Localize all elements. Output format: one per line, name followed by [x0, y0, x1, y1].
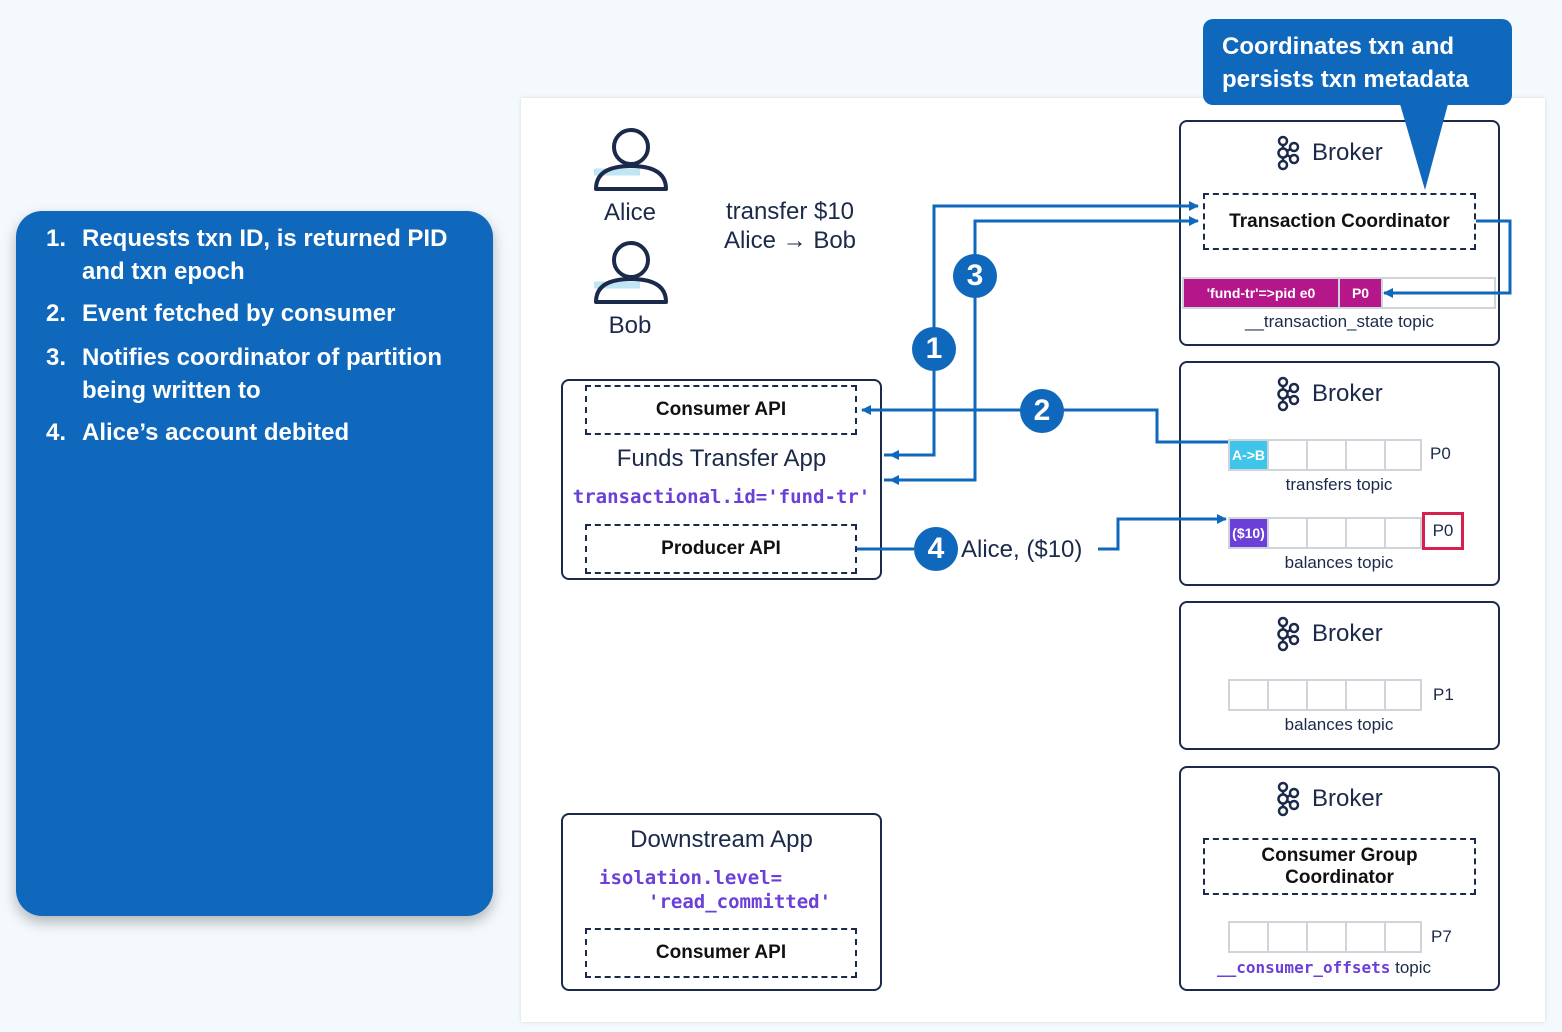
balances-topic: balances topic [1284, 553, 1394, 572]
consumer-offsets-topic-suffix: topic [1395, 958, 1432, 977]
consumer-group-coordinator: Consumer Group Coordinator [1203, 838, 1476, 895]
step-1-text: Requests txn ID, is returned PID and txn… [82, 225, 448, 285]
broker-3-balances-topic: balances topic [1284, 715, 1394, 734]
kafka-logo-icon [1277, 376, 1300, 412]
transaction-state-topic: __transaction_state topic [1244, 312, 1434, 331]
step-4-number: 4. [45, 419, 66, 446]
empty-cell [1269, 519, 1308, 547]
balances-partition-p0: ($10) [1228, 517, 1422, 549]
consumer-offsets-topic-name: __consumer_offsets [1217, 958, 1391, 977]
callout-pointer [1400, 104, 1448, 190]
alice-label: Alice [603, 199, 657, 226]
downstream-consumer-api: Consumer API [585, 928, 857, 978]
balances-partition-p1 [1228, 679, 1422, 711]
empty-cell [1269, 441, 1308, 469]
balances-partition-label-highlighted: P0 [1422, 512, 1464, 550]
transfers-topic: transfers topic [1285, 475, 1393, 494]
arrow-2-fetch [861, 405, 1228, 444]
coordinator-callout: Coordinates txn and persists txn metadat… [1203, 19, 1512, 105]
step-1-number: 1. [45, 225, 66, 252]
funds-app-config: transactional.id='fund-tr' [572, 486, 871, 508]
empty-cell [1308, 923, 1347, 951]
transaction-coordinator: Transaction Coordinator [1203, 193, 1476, 250]
transfer-note-line2: Alice → Bob [723, 227, 857, 254]
alice-icon [594, 128, 668, 191]
funds-app-title: Funds Transfer App [616, 445, 827, 472]
step-3-number: 3. [45, 344, 66, 371]
broker-2-label: Broker [1312, 380, 1383, 407]
transfers-partition: A->B [1228, 439, 1422, 471]
empty-cell [1347, 441, 1386, 469]
broker-3-label: Broker [1312, 620, 1383, 647]
empty-cell [1308, 519, 1347, 547]
step-4-text: Alice’s account debited [82, 419, 350, 446]
downstream-config-line1: isolation.level= [599, 867, 783, 889]
balances-p1-label: P1 [1433, 685, 1454, 704]
step-badge-1: 1 [912, 327, 956, 371]
consumer-offsets-partition [1228, 921, 1422, 953]
empty-cell [1347, 681, 1386, 709]
transaction-state-partition-label: P0 [1340, 279, 1383, 307]
empty-cell [1269, 681, 1308, 709]
downstream-app-title: Downstream App [630, 826, 813, 853]
empty-cell [1347, 519, 1386, 547]
transaction-state-record: 'fund-tr'=>pid e0 [1184, 279, 1340, 307]
kafka-logo-icon [1277, 781, 1300, 817]
funds-consumer-api: Consumer API [585, 385, 857, 435]
bob-label: Bob [608, 312, 652, 339]
empty-cell [1347, 923, 1386, 951]
funds-producer-api: Producer API [585, 524, 857, 574]
steps-panel [16, 211, 493, 916]
empty-cell [1230, 923, 1269, 951]
step-2-number: 2. [45, 300, 66, 327]
empty-cell [1308, 441, 1347, 469]
downstream-config-line2: 'read_committed' [648, 891, 832, 913]
kafka-logo-icon [1277, 616, 1300, 652]
step-badge-3: 3 [953, 254, 997, 298]
step-2-text: Event fetched by consumer [82, 300, 396, 327]
step-4-label: Alice, ($10) [961, 536, 1083, 563]
empty-cell [1230, 681, 1269, 709]
arrow-coordinator-to-state [1383, 219, 1512, 298]
balances-record: ($10) [1230, 519, 1269, 547]
step-3-text: Notifies coordinator of partition being … [82, 344, 442, 404]
empty-cell [1308, 681, 1347, 709]
broker-1-label: Broker [1312, 139, 1383, 166]
step-badge-4: 4 [914, 527, 958, 571]
broker-4-label: Broker [1312, 785, 1383, 812]
step-badge-2: 2 [1020, 389, 1064, 433]
empty-cell [1269, 923, 1308, 951]
arrow-4-to-balances [1098, 514, 1227, 551]
consumer-offsets-topic: __consumer_offsets topic [1217, 958, 1431, 978]
transfers-partition-label: P0 [1430, 444, 1451, 463]
transfers-record: A->B [1230, 441, 1269, 469]
transfer-note-line1: transfer $10 [725, 198, 855, 225]
kafka-logo-icon [1277, 135, 1300, 171]
bob-icon [594, 241, 668, 304]
broker-3 [1179, 601, 1500, 750]
consumer-offsets-partition-label: P7 [1431, 927, 1452, 946]
